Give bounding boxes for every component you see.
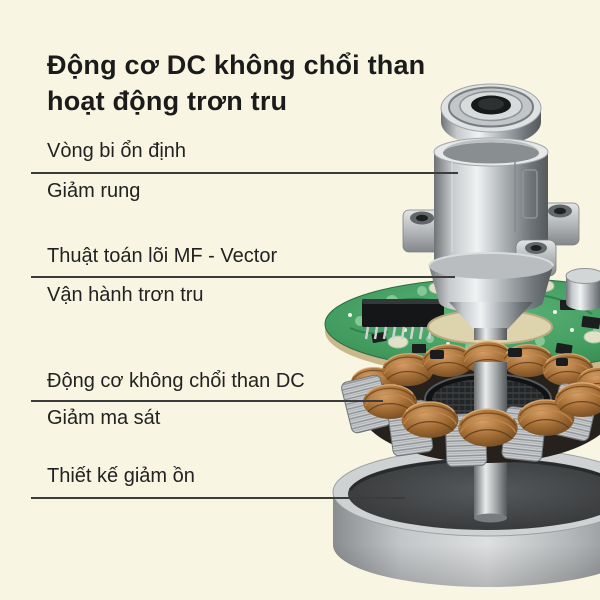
callout-algorithm-sublabel: Vận hành trơn tru [47,284,204,306]
callout-motor-label: Động cơ không chổi than DC [47,370,305,392]
mount-tab-right [539,202,580,246]
callout-bearing-sublabel: Giảm rung [47,180,141,202]
motor-mount-bracket [402,137,580,340]
stator-top-clips [430,348,568,366]
mount-tab-left [402,209,442,253]
pcb-capacitor [565,268,600,311]
mount-collar [428,252,554,314]
ball-bearing [440,83,542,163]
mount-cone [449,302,533,330]
callout-bearing-label: Vòng bi ổn định [47,140,187,162]
housing-cup [332,447,600,587]
callout-motor-leader-line [31,400,383,402]
callout-bearing-leader-line [31,172,458,174]
stator-windings [339,341,600,468]
callout-noise-label: Thiết kế giảm ồn [47,465,195,487]
pcb-ic-chip [362,299,444,340]
page-title: Động cơ DC không chổi than hoạt động trơ… [47,47,425,119]
callout-motor-sublabel: Giảm ma sát [47,407,161,429]
shaft-upper [474,328,507,340]
callout-algorithm-leader-line [31,276,455,278]
title-line-2: hoạt động trơn tru [47,86,288,116]
title-line-1: Động cơ DC không chổi than [47,50,426,80]
callout-algorithm-label: Thuật toán lõi MF - Vector [47,245,278,267]
callout-noise-leader-line [31,497,405,499]
